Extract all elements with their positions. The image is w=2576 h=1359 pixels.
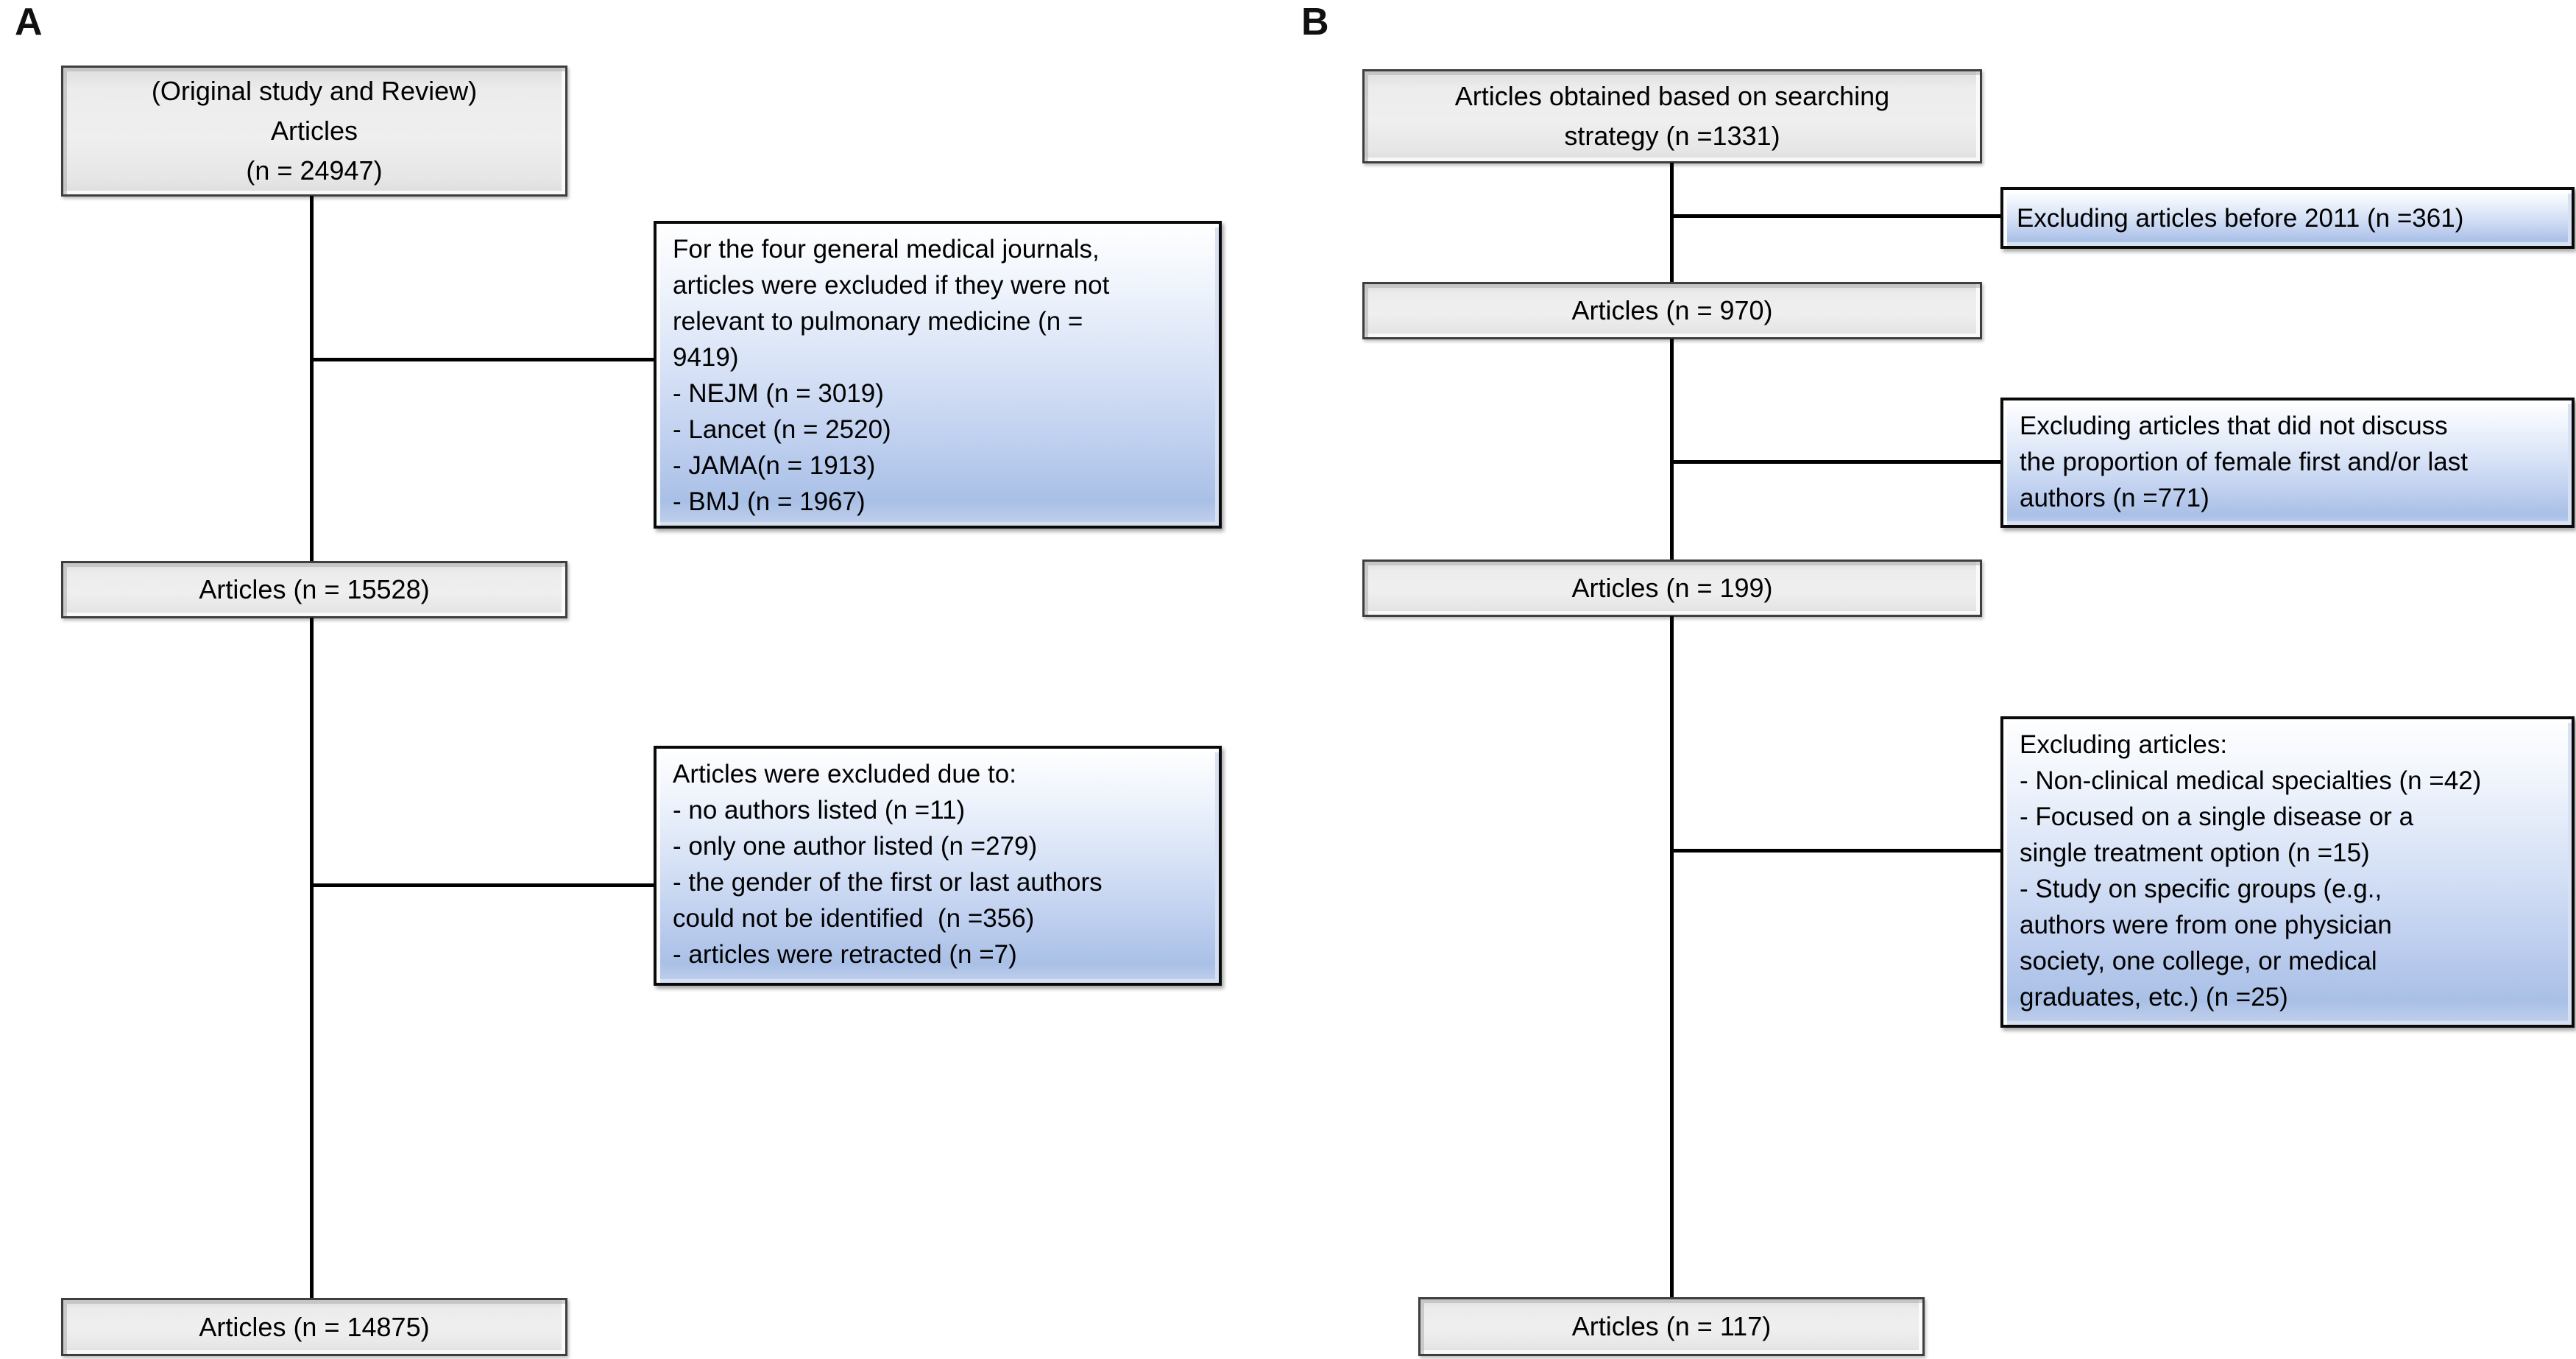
panel-a-mid-box: Articles (n = 15528) bbox=[61, 561, 567, 618]
panel-a-exclusion-box-1: For the four general medical journals, a… bbox=[654, 221, 1222, 529]
panel-b-exclusion-box-1: Excluding articles before 2011 (n =361) bbox=[2000, 187, 2575, 249]
connector-b-vertical-3 bbox=[1670, 616, 1674, 1298]
connector-b-branch-3 bbox=[1671, 849, 2000, 853]
panel-b-start-box: Articles obtained based on searching str… bbox=[1362, 69, 1982, 163]
connector-a-branch-2 bbox=[311, 883, 654, 887]
connector-a-branch-1 bbox=[311, 358, 654, 361]
connector-a-vertical-1 bbox=[310, 196, 314, 561]
panel-a-exclusion-box-2: Articles were excluded due to: - no auth… bbox=[654, 746, 1222, 986]
connector-b-branch-2 bbox=[1671, 460, 2000, 464]
connector-b-branch-1 bbox=[1671, 214, 2000, 218]
panel-a-end-box: Articles (n = 14875) bbox=[61, 1298, 567, 1356]
connector-b-vertical-2 bbox=[1670, 339, 1674, 560]
panel-b-end-box: Articles (n = 117) bbox=[1418, 1297, 1925, 1356]
panel-b-label: B bbox=[1301, 1, 1329, 43]
panel-a-start-box: (Original study and Review) Articles (n … bbox=[61, 66, 567, 197]
panel-b-exclusion-box-2: Excluding articles that did not discuss … bbox=[2000, 398, 2575, 528]
panel-b-mid-box-2: Articles (n = 199) bbox=[1362, 560, 1982, 617]
panel-b-exclusion-box-3: Excluding articles: - Non-clinical medic… bbox=[2000, 716, 2575, 1028]
connector-b-vertical-1 bbox=[1670, 163, 1674, 283]
connector-a-vertical-2 bbox=[310, 618, 314, 1299]
panel-b-mid-box-1: Articles (n = 970) bbox=[1362, 282, 1982, 339]
panel-a-label: A bbox=[15, 1, 43, 43]
